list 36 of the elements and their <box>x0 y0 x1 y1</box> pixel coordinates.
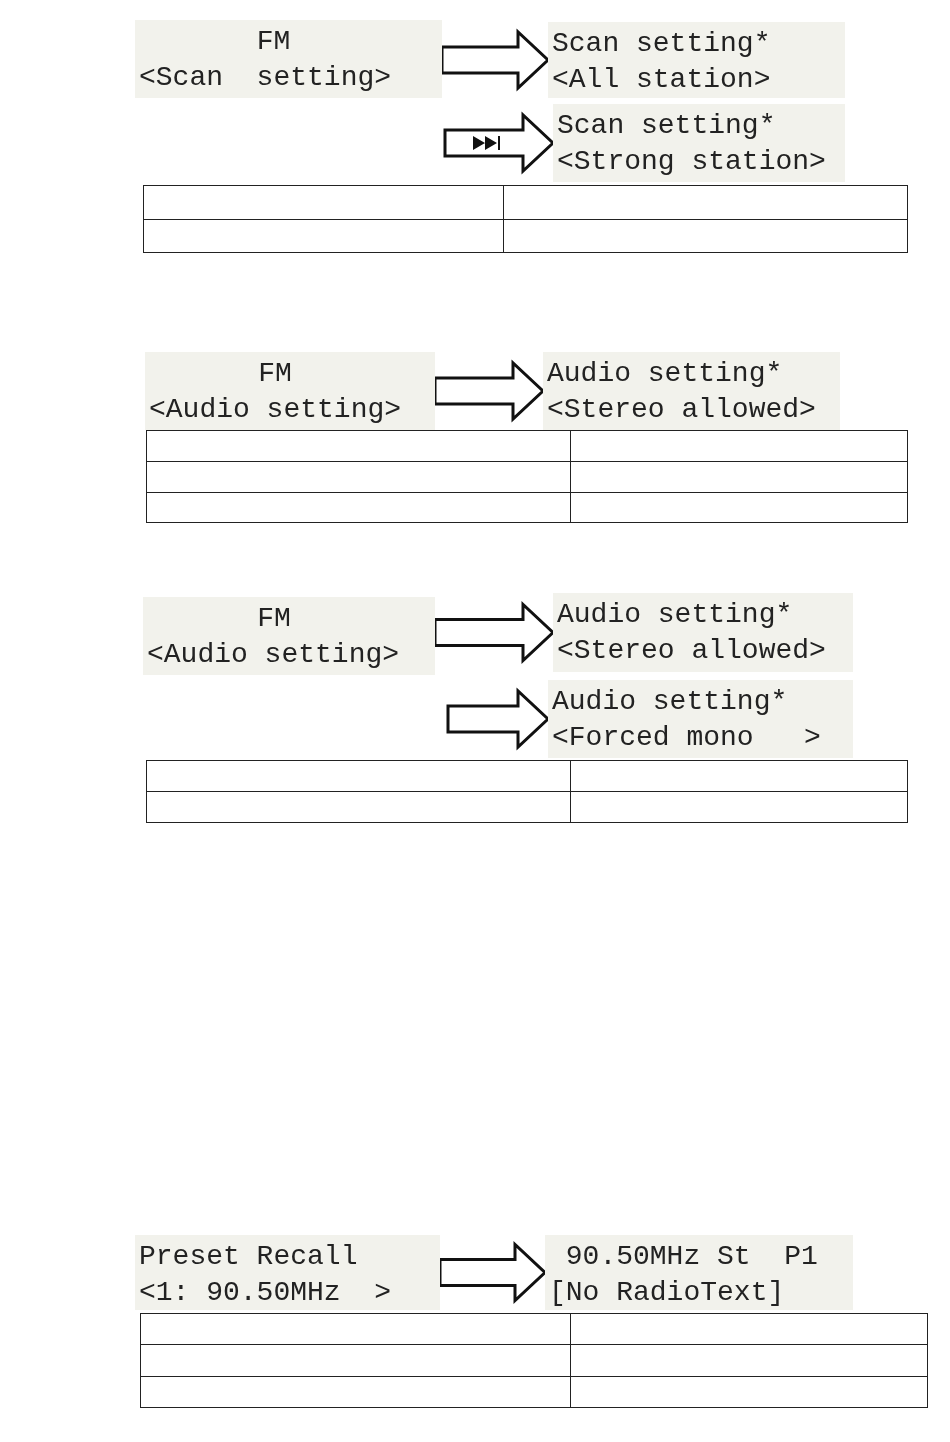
lcd-screen <box>548 22 845 98</box>
screen-text: <Audio setting> <box>149 393 403 427</box>
lcd-screen <box>553 593 853 672</box>
screen-text: <Scan setting> <box>139 61 393 95</box>
screen-text: Scan setting* <box>557 109 777 143</box>
screen-text: FM <box>255 25 292 59</box>
screen-text: FM <box>257 357 293 391</box>
screen-text: FM <box>256 602 292 636</box>
screen-text: <1: 90.50MHz > <box>139 1276 393 1310</box>
block-arrow <box>438 1241 548 1304</box>
screen-text: [No RadioText] <box>549 1276 786 1310</box>
block-arrow <box>440 28 551 92</box>
screen-text: Audio setting* <box>557 598 794 632</box>
lcd-screen <box>145 352 435 430</box>
lcd-screen <box>553 104 845 182</box>
screen-text: <Audio setting> <box>147 638 401 672</box>
screen-text: 90.50MHz St P1 <box>564 1240 819 1274</box>
screen-text: Preset Recall <box>139 1240 359 1274</box>
block-arrow <box>446 687 551 751</box>
screen-text: Audio setting* <box>547 357 784 391</box>
block-arrow <box>433 601 556 664</box>
block-arrow <box>443 111 556 175</box>
screen-text: <Strong station> <box>557 145 827 179</box>
lcd-screen <box>143 597 435 675</box>
block-arrow <box>433 359 546 423</box>
lcd-screen <box>548 680 853 758</box>
screen-text: <Forced mono > <box>552 721 822 755</box>
screen-text: <Stereo allowed> <box>557 634 827 668</box>
lcd-screen <box>543 352 840 430</box>
lcd-screen <box>545 1235 853 1310</box>
screen-text: <Stereo allowed> <box>547 393 817 427</box>
lcd-screen <box>135 1235 440 1310</box>
screen-text: <All station> <box>552 63 772 97</box>
screen-text: Scan setting* <box>552 27 772 61</box>
lcd-screen <box>135 20 442 98</box>
screen-text: Audio setting* <box>552 685 789 719</box>
